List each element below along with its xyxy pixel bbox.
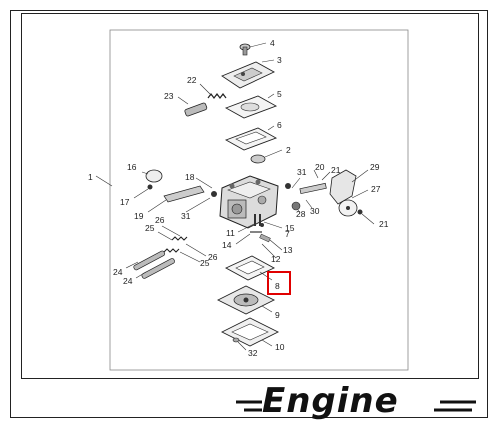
callout-8: 8	[275, 281, 280, 291]
callout-13: 13	[283, 245, 293, 255]
callout-32: 32	[248, 348, 258, 358]
callout-26b: 26	[208, 252, 218, 262]
callout-28: 28	[296, 209, 306, 219]
cover-3	[221, 59, 275, 89]
callout-22: 22	[187, 75, 197, 85]
callout-3: 3	[277, 55, 282, 65]
callout-11: 11	[226, 228, 235, 238]
callout-14: 14	[222, 240, 232, 250]
adjusting-screws	[125, 225, 207, 279]
callout-6: 6	[277, 120, 282, 130]
screw-4	[239, 42, 267, 56]
callout-21b: 21	[379, 219, 389, 229]
screw-32	[232, 337, 247, 351]
choke-parts-right	[285, 169, 375, 225]
callout-16: 16	[127, 162, 137, 172]
callout-9: 9	[275, 310, 280, 320]
callout-1: 1	[88, 172, 93, 182]
gasket-8	[224, 255, 276, 281]
diagram-frame	[21, 13, 479, 379]
part-31-left	[185, 191, 217, 213]
callout-10: 10	[275, 342, 285, 352]
callout-5: 5	[277, 89, 282, 99]
callout-30: 30	[310, 206, 320, 216]
diaphragm-5	[224, 93, 278, 119]
throttle-shaft-19	[133, 169, 205, 213]
callout-4: 4	[270, 38, 275, 48]
part-13	[259, 233, 283, 251]
callout-31a: 31	[181, 211, 191, 221]
gasket-6	[224, 125, 278, 151]
carburetor-body	[219, 175, 279, 229]
callout-27: 27	[371, 184, 381, 194]
leader-1	[95, 175, 113, 187]
callout-24a: 24	[113, 267, 123, 277]
callout-12: 12	[271, 254, 281, 264]
callout-26a: 26	[155, 215, 165, 225]
callout-25b: 25	[200, 258, 210, 268]
part-2	[250, 149, 283, 164]
needle-14	[235, 231, 262, 245]
spring-22	[199, 83, 227, 99]
callout-15: 15	[285, 223, 295, 233]
engine-logo: Engine	[236, 381, 476, 421]
callout-24b: 24	[123, 276, 133, 286]
screw-23	[177, 96, 208, 117]
callout-20: 20	[315, 162, 325, 172]
callout-19: 19	[134, 211, 144, 221]
callout-18: 18	[185, 172, 195, 182]
logo-text: Engine	[262, 381, 399, 421]
highlight-box	[267, 271, 291, 295]
callout-21a: 21	[331, 165, 341, 175]
callout-17: 17	[120, 197, 130, 207]
callout-29: 29	[370, 162, 380, 172]
callout-31b: 31	[297, 167, 307, 177]
part-12	[261, 243, 277, 259]
callout-23: 23	[164, 91, 174, 101]
outer-frame	[10, 10, 488, 418]
diaphragm-9	[216, 285, 276, 315]
part-18	[195, 177, 213, 189]
callout-7: 7	[285, 229, 290, 239]
callout-25a: 25	[145, 223, 155, 233]
callout-2: 2	[286, 145, 291, 155]
parts-11-15-7	[237, 214, 283, 233]
